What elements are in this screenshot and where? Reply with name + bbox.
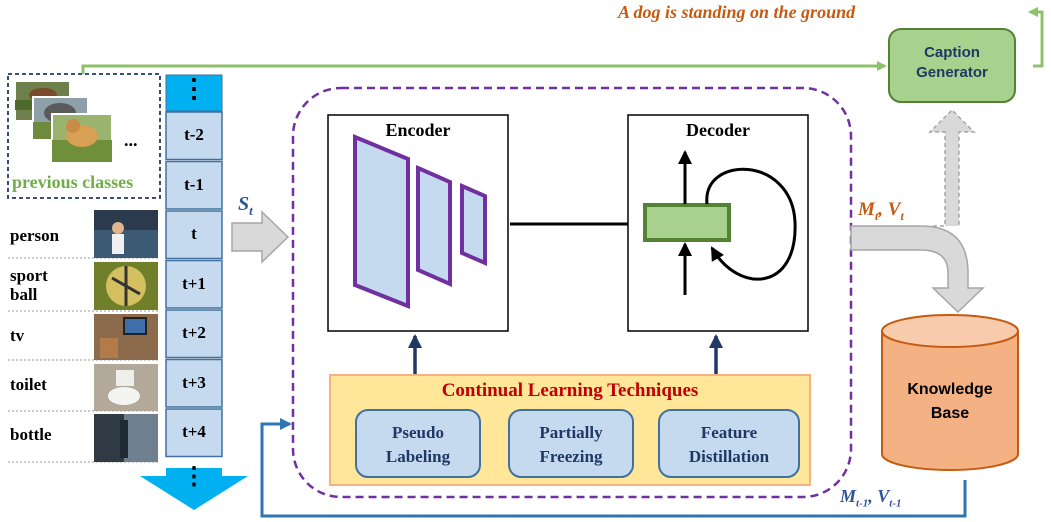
pseudo-labeling-label-1: Pseudo (392, 423, 444, 442)
class-label-toilet: toilet (10, 375, 47, 394)
timeline-step-label: t+2 (182, 323, 206, 342)
previous-class-images (14, 80, 113, 163)
encoder-layer-2 (416, 164, 452, 288)
timeline-step-label: t+4 (182, 422, 206, 441)
timeline-step-label: t (191, 224, 197, 243)
partially-freezing-label-2: Freezing (539, 447, 603, 466)
feature-distillation-label-2: Distillation (688, 447, 770, 466)
current-m: M (858, 199, 875, 220)
s-t-label: St (238, 193, 253, 219)
timeline-top-dots: ⋮ (181, 74, 207, 103)
decoder-recurrent-loop (705, 167, 797, 281)
timeline-step-box (165, 210, 223, 260)
prev-m: M (840, 486, 857, 506)
timeline-bottom-dots: ⋮ (182, 464, 206, 490)
model-container (291, 86, 853, 499)
timeline-step-label: t+1 (182, 273, 206, 293)
timeline-step-box (165, 111, 223, 161)
previous-classes-label: previous classes (12, 172, 134, 192)
s-t-sub: t (249, 203, 253, 218)
caption-text: A dog is standing on the ground (618, 2, 856, 22)
s-t-base: S (238, 193, 250, 215)
decoder-title: Decoder (686, 120, 750, 140)
knowledge-base-label-1: Knowledge (907, 381, 993, 398)
caption-generator-label-1: Caption (924, 44, 980, 61)
class-label-bottle: bottle (10, 425, 52, 444)
timeline-step-label: t-1 (184, 174, 204, 194)
encoder-layer-3 (460, 182, 487, 267)
current-sep: , (878, 199, 888, 220)
pseudo-labeling-box (355, 409, 481, 478)
decoder-cell (643, 203, 731, 242)
prev-m-sub: t-1 (856, 497, 869, 510)
timeline-step-label: t+3 (182, 372, 206, 392)
current-m-sub: t (874, 208, 879, 223)
class-images (94, 210, 158, 462)
current-v-sub: t (900, 208, 904, 223)
class-label-person: person (10, 226, 60, 245)
timeline-steps (165, 111, 223, 458)
timeline-step-box (165, 309, 223, 359)
partially-freezing-box (508, 409, 634, 478)
kb-feedback-arrow (260, 418, 967, 518)
timeline-step-label: t-2 (184, 125, 204, 144)
caption-generator-box (888, 28, 1016, 103)
timeline-step-box (165, 160, 223, 210)
knowledge-base-top (881, 314, 1019, 348)
feature-distillation-box (658, 409, 800, 478)
pseudo-labeling-label-2: Labeling (385, 447, 451, 466)
timeline-step-box (165, 259, 223, 309)
class-label-tv: tv (10, 326, 25, 345)
class-row-separators (8, 257, 160, 463)
knowledge-base-cylinder (881, 331, 1019, 471)
timeline-step-box (165, 408, 223, 458)
caption-output-arrow (1028, 7, 1044, 68)
input-arrow (231, 210, 290, 264)
prev-sep: , (868, 486, 878, 506)
partially-freezing-label-1: Partially (539, 423, 603, 442)
caption-generator-label-2: Generator (916, 64, 988, 81)
previous-classes-ellipsis: ... (124, 130, 138, 150)
timeline-step-box (165, 358, 223, 408)
feature-distillation-label-1: Feature (700, 423, 758, 442)
prev-v: V (877, 486, 890, 506)
current-v: V (887, 199, 901, 220)
continual-learning-title: Continual Learning Techniques (441, 380, 699, 401)
to-caption-generator-arrow (928, 108, 976, 227)
encoder-title: Encoder (385, 120, 451, 140)
class-label-sport-ball: sport ball (10, 266, 48, 304)
knowledge-base-label-2: Base (930, 405, 970, 422)
timeline-bottom-arrow (140, 468, 248, 510)
prev-v-sub: t-1 (889, 497, 902, 510)
encoder-layer-1 (353, 134, 410, 309)
current-output-label: Mt, Vt (858, 199, 904, 224)
timeline-top-cap (165, 74, 223, 112)
previous-output-label: Mt-1, Vt-1 (840, 486, 902, 510)
output-to-kb-arrow (850, 225, 985, 314)
